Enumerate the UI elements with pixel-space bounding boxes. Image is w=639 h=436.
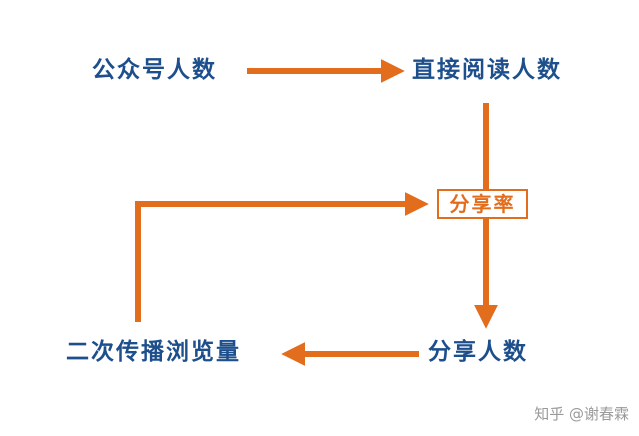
node-gongzhonghao-count: 公众号人数 (92, 57, 217, 83)
share-rate-label: 分享率 (449, 192, 516, 216)
node-direct-read-count: 直接阅读人数 (412, 57, 562, 83)
arrow-secondary-to-rate (135, 192, 429, 322)
node-secondary-views: 二次传播浏览量 (66, 339, 241, 365)
share-rate-box: 分享率 (437, 189, 528, 219)
node-share-count: 分享人数 (428, 339, 528, 365)
watermark: 知乎 @谢春霖 (534, 405, 629, 423)
